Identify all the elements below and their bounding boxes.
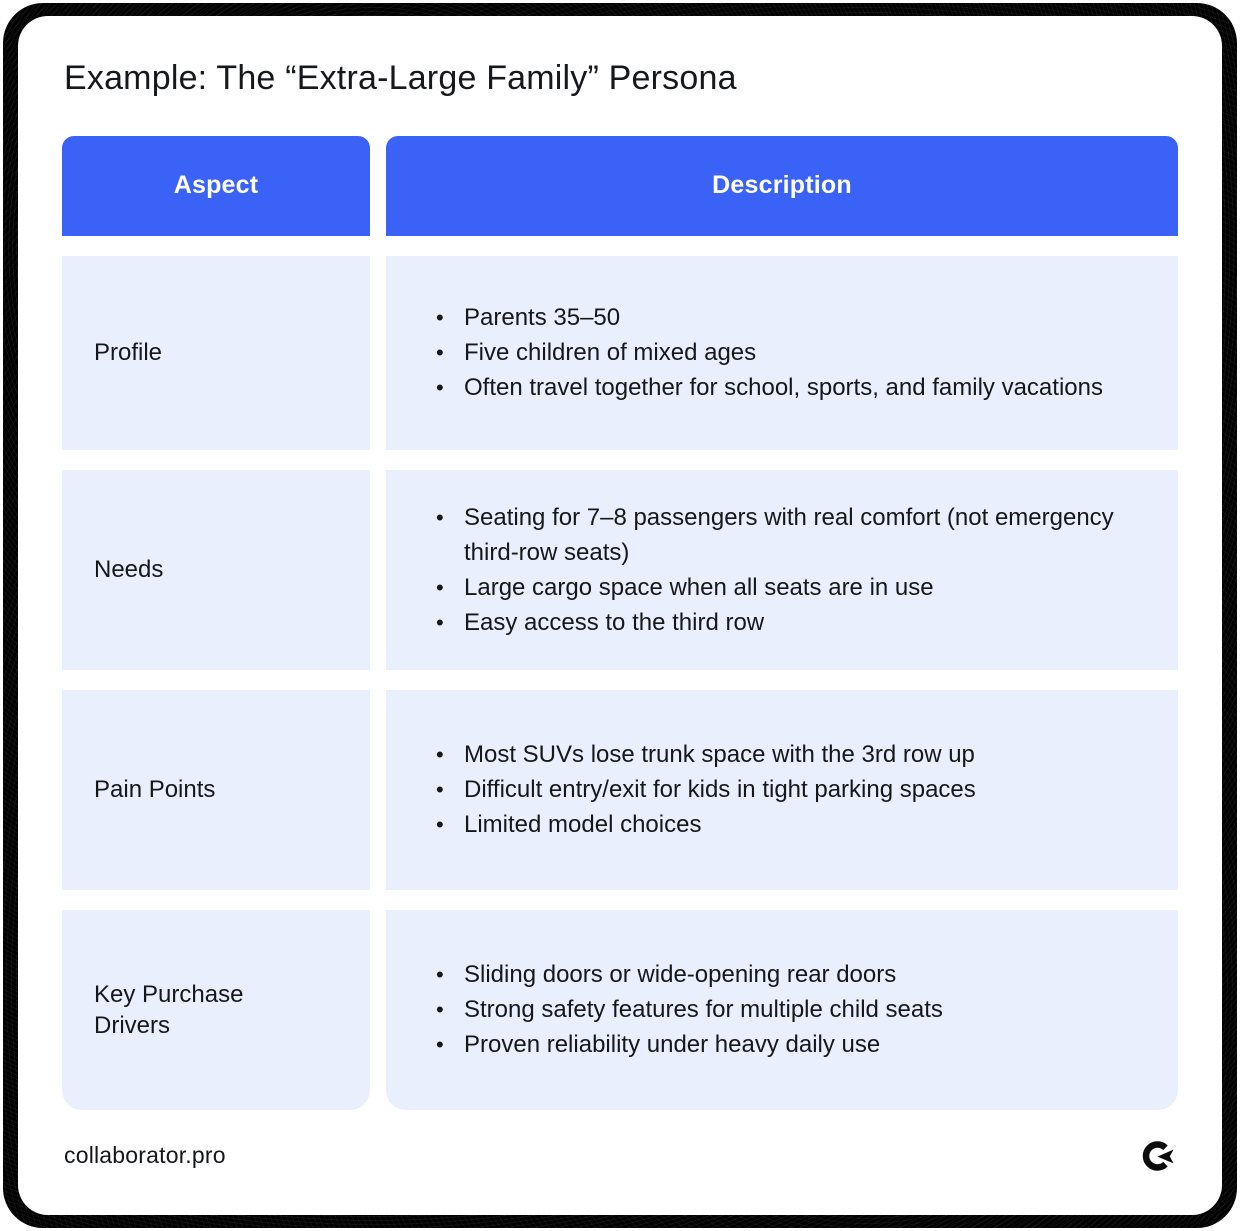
aspect-label: Needs bbox=[94, 556, 164, 584]
bullet-item: • Limited model choices bbox=[436, 807, 1138, 842]
site-name: collaborator.pro bbox=[64, 1142, 226, 1169]
aspect-cell: Pain Points bbox=[62, 689, 370, 890]
page-title: Example: The “Extra-Large Family” Person… bbox=[64, 59, 737, 97]
bullet-item: • Large cargo space when all seats are i… bbox=[436, 570, 1138, 605]
bullet-marker-icon: • bbox=[436, 962, 444, 988]
bullet-list: • Parents 35–50 • Five children of mixed… bbox=[436, 300, 1138, 405]
collaborator-logo-icon bbox=[1142, 1141, 1174, 1171]
bullet-item: • Five children of mixed ages bbox=[436, 335, 1138, 370]
bullet-marker-icon: • bbox=[436, 375, 444, 401]
bullet-text: Limited model choices bbox=[464, 811, 702, 839]
description-cell: • Seating for 7–8 passengers with real c… bbox=[386, 469, 1178, 670]
description-cell: • Most SUVs lose trunk space with the 3r… bbox=[386, 689, 1178, 890]
bullet-marker-icon: • bbox=[436, 997, 444, 1023]
aspect-label: Profile bbox=[94, 339, 163, 367]
bullet-item: • Sliding doors or wide-opening rear doo… bbox=[436, 957, 1138, 992]
bullet-marker-icon: • bbox=[436, 742, 444, 768]
bullet-item: • Easy access to the third row bbox=[436, 605, 1138, 640]
bullet-list: • Sliding doors or wide-opening rear doo… bbox=[436, 957, 1138, 1062]
bullet-text: Often travel together for school, sports… bbox=[464, 374, 1103, 402]
persona-card: Example: The “Extra-Large Family” Person… bbox=[18, 16, 1222, 1215]
bullet-text: Easy access to the third row bbox=[464, 608, 765, 636]
column-header-aspect: Aspect bbox=[62, 135, 370, 236]
aspect-label: Key Purchase Drivers bbox=[94, 980, 244, 1039]
bullet-item: • Proven reliability under heavy daily u… bbox=[436, 1027, 1138, 1062]
aspect-cell: Key Purchase Drivers bbox=[62, 909, 370, 1110]
bullet-item: • Difficult entry/exit for kids in tight… bbox=[436, 772, 1138, 807]
bullet-text: Proven reliability under heavy daily use bbox=[464, 1031, 881, 1059]
bullet-item: • Parents 35–50 bbox=[436, 300, 1138, 335]
bullet-text: Sliding doors or wide-opening rear doors bbox=[464, 961, 897, 989]
bullet-text: Most SUVs lose trunk space with the 3rd … bbox=[464, 741, 975, 769]
bullet-text: Seating for 7–8 passengers with real com… bbox=[464, 503, 1114, 566]
bullet-text: Strong safety features for multiple chil… bbox=[464, 996, 943, 1024]
bullet-item: • Strong safety features for multiple ch… bbox=[436, 992, 1138, 1027]
bullet-marker-icon: • bbox=[436, 504, 444, 530]
footer: collaborator.pro bbox=[62, 1139, 1178, 1173]
bullet-text: Parents 35–50 bbox=[464, 304, 621, 332]
bullet-marker-icon: • bbox=[436, 574, 444, 600]
bullet-marker-icon: • bbox=[436, 812, 444, 838]
bullet-list: • Most SUVs lose trunk space with the 3r… bbox=[436, 737, 1138, 842]
bullet-item: • Seating for 7–8 passengers with real c… bbox=[436, 500, 1138, 570]
bullet-text: Five children of mixed ages bbox=[464, 339, 757, 367]
bullet-text: Difficult entry/exit for kids in tight p… bbox=[464, 776, 976, 804]
bullet-marker-icon: • bbox=[436, 777, 444, 803]
description-cell: • Parents 35–50 • Five children of mixed… bbox=[386, 255, 1178, 450]
description-cell: • Sliding doors or wide-opening rear doo… bbox=[386, 909, 1178, 1110]
persona-table: Aspect Description Profile • Parents 35–… bbox=[62, 135, 1178, 1110]
bullet-marker-icon: • bbox=[436, 1032, 444, 1058]
column-header-description: Description bbox=[386, 135, 1178, 236]
bullet-marker-icon: • bbox=[436, 305, 444, 331]
bullet-marker-icon: • bbox=[436, 609, 444, 635]
bullet-item: • Most SUVs lose trunk space with the 3r… bbox=[436, 737, 1138, 772]
bullet-item: • Often travel together for school, spor… bbox=[436, 370, 1138, 405]
aspect-label: Pain Points bbox=[94, 776, 216, 804]
aspect-cell: Needs bbox=[62, 469, 370, 670]
bullet-text: Large cargo space when all seats are in … bbox=[464, 573, 934, 601]
bullet-marker-icon: • bbox=[436, 340, 444, 366]
aspect-cell: Profile bbox=[62, 255, 370, 450]
bullet-list: • Seating for 7–8 passengers with real c… bbox=[436, 500, 1138, 640]
